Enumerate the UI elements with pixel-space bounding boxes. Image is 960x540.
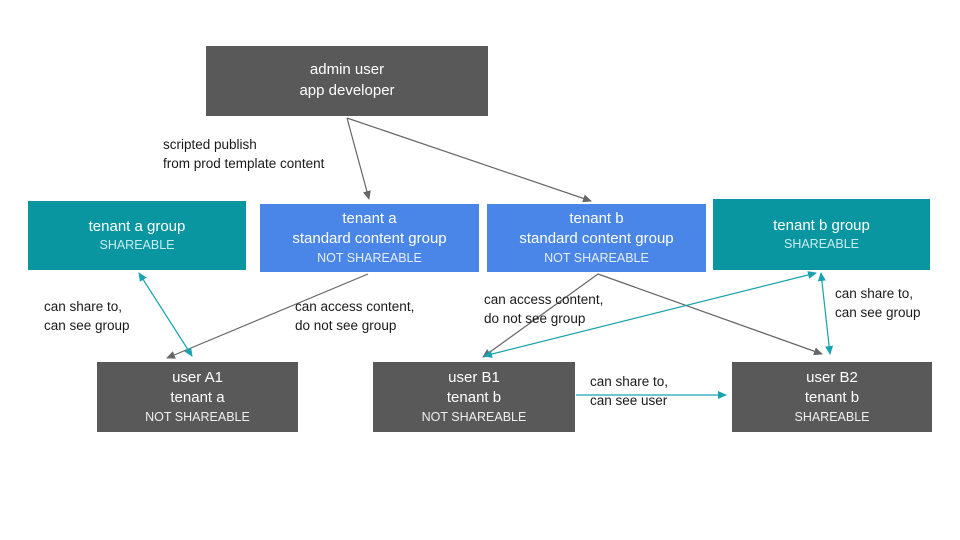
node-tenant-b-scg-line1: tenant b	[569, 209, 624, 227]
node-tenant-b-group-status: SHAREABLE	[783, 237, 860, 252]
node-admin-line2: app developer	[299, 82, 395, 99]
label-can-share-group-left: can share to, can see group	[44, 299, 130, 334]
node-user-b1-line2: tenant b	[446, 389, 502, 407]
node-tenant-a-scg-line2: standard content group	[292, 230, 447, 248]
node-user-b2: user B2 tenant b SHAREABLE	[732, 362, 932, 432]
node-tenant-b-group-title: tenant b group	[773, 216, 870, 234]
node-user-b2-line2: tenant b	[804, 389, 860, 407]
node-user-b1-status: NOT SHAREABLE	[421, 410, 527, 425]
node-tenant-a-scg: tenant a standard content group NOT SHAR…	[260, 204, 479, 272]
label-can-share-group-right: can share to, can see group	[835, 286, 921, 321]
node-tenant-b-scg-line2: standard content group	[519, 230, 674, 248]
label-can-access-content-a: can access content, do not see group	[295, 299, 415, 334]
node-tenant-a-group: tenant a group SHAREABLE	[28, 201, 246, 270]
label-can-access-content-b: can access content, do not see group	[484, 292, 604, 327]
edge-tenant-b-group-user-b2	[817, 272, 834, 355]
node-tenant-a-group-title: tenant a group	[88, 217, 186, 235]
node-user-b2-status: SHAREABLE	[794, 410, 870, 425]
node-user-a1: user A1 tenant a NOT SHAREABLE	[97, 362, 298, 432]
node-tenant-b-scg-status: NOT SHAREABLE	[544, 251, 649, 266]
node-tenant-b-group: tenant b group SHAREABLE	[713, 199, 930, 270]
node-user-b2-line1: user B2	[806, 368, 858, 386]
edge-admin-to-tenant-b-scg	[346, 117, 592, 203]
node-admin: admin user app developer	[206, 46, 488, 116]
node-tenant-a-group-status: SHAREABLE	[99, 238, 175, 253]
node-tenant-a-scg-status: NOT SHAREABLE	[317, 251, 422, 266]
edge-admin-to-tenant-a-scg	[346, 117, 371, 200]
node-admin-line1: admin user	[309, 61, 385, 79]
node-user-b1: user B1 tenant b NOT SHAREABLE	[373, 362, 575, 432]
node-user-a1-line2: tenant a	[170, 389, 225, 407]
node-tenant-a-scg-line1: tenant a	[342, 209, 397, 227]
node-user-a1-line1: user A1	[172, 368, 223, 386]
edge-tenant-a-group-user-a1	[138, 272, 193, 357]
edge-tenant-b-scg-to-user-b2	[597, 273, 823, 356]
label-scripted-publish: scripted publish from prod template cont…	[163, 137, 325, 172]
node-user-b1-line1: user B1	[448, 368, 500, 386]
node-user-a1-status: NOT SHAREABLE	[145, 410, 250, 425]
label-can-share-user: can share to, can see user	[590, 374, 669, 409]
node-tenant-b-scg: tenant b standard content group NOT SHAR…	[487, 204, 706, 272]
